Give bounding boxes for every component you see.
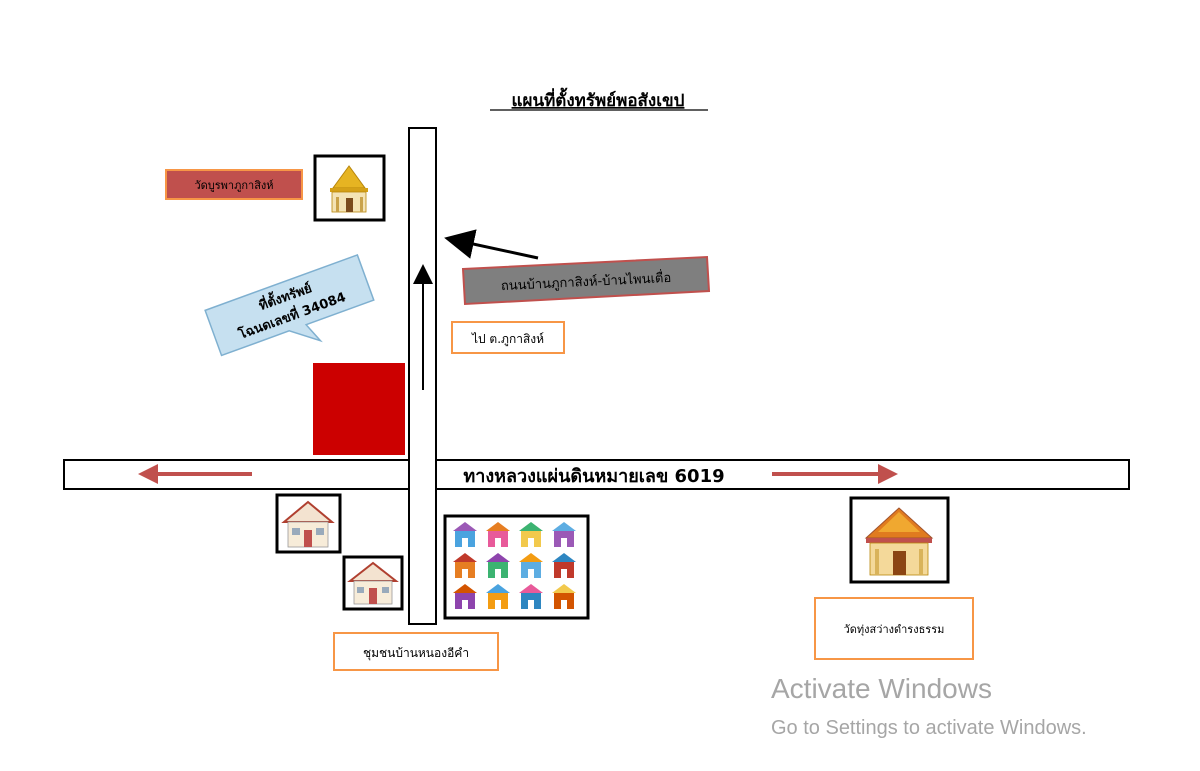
temple-icon <box>313 154 386 222</box>
town-house-door <box>495 569 501 578</box>
direction-label-box <box>451 321 565 354</box>
watermark-subtitle: Go to Settings to activate Windows. <box>771 717 1087 739</box>
town-houses-icon <box>443 514 590 620</box>
town-house-roof <box>519 522 543 531</box>
town-house-door <box>528 538 534 547</box>
town-house-roof <box>486 553 510 562</box>
town-house-roof <box>552 553 576 562</box>
town-house-door <box>495 600 501 609</box>
house-icon <box>275 493 342 554</box>
property-plot <box>313 363 405 455</box>
town-house-roof <box>552 584 576 593</box>
town-house-door <box>495 538 501 547</box>
town-house-roof <box>519 584 543 593</box>
property-callout: ที่ตั้งทรัพย์ โฉนดเลขที่ 34084 <box>204 253 375 357</box>
highway-west-arrow <box>138 464 252 484</box>
community-label: ชุมชนบ้านหนองอีคำ <box>363 646 469 661</box>
direction-label: ไป ต.ภูกาสิงห์ <box>471 332 544 347</box>
temple-east-label: วัดทุ่งสว่างดำรงธรรม <box>844 623 945 636</box>
town-house-door <box>561 569 567 578</box>
town-house-door <box>561 538 567 547</box>
temple-north-label-box <box>165 169 303 200</box>
town-house-roof <box>486 584 510 593</box>
watermark-title: Activate Windows <box>771 673 992 704</box>
town-house-door <box>528 569 534 578</box>
temple-north-label: วัดบูรพาภูกาสิงห์ <box>194 179 273 192</box>
town-house-door <box>462 569 468 578</box>
town-house-door <box>462 538 468 547</box>
town-house-roof <box>486 522 510 531</box>
town-house-door <box>561 600 567 609</box>
town-house-roof <box>453 584 477 593</box>
road-label-group: ถนนบ้านภูกาสิงห์-บ้านไพนเตื่อ <box>461 255 711 306</box>
highway-east-arrow <box>772 464 898 484</box>
town-house-roof <box>519 553 543 562</box>
town-house-door <box>528 600 534 609</box>
house-icon <box>342 555 404 611</box>
town-house-roof <box>453 522 477 531</box>
large-temple-icon <box>849 496 950 584</box>
town-house-roof <box>453 553 477 562</box>
temple-east-label-box <box>814 597 974 660</box>
town-house-door <box>462 600 468 609</box>
map-title: แผนที่ตั้งทรัพย์พอสังเขป <box>512 87 685 111</box>
town-house-roof <box>552 522 576 531</box>
highway-road <box>63 459 1130 490</box>
community-label-box <box>333 632 499 671</box>
road-pointer-arrow <box>444 229 539 260</box>
highway-label: ทางหลวงแผ่นดินหมายเลข 6019 <box>463 466 724 487</box>
